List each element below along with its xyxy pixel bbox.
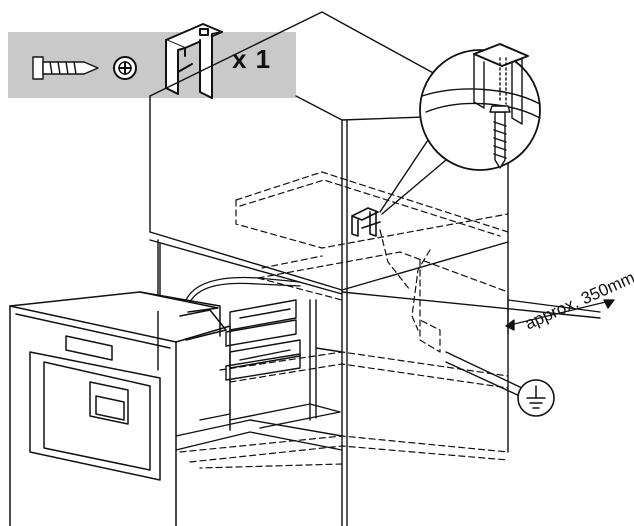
ground-icon: [526, 385, 546, 409]
ground-callout: [445, 351, 555, 417]
power-cable: [185, 276, 301, 303]
screw-head-icon: [113, 56, 137, 80]
parts-quantity: x 1: [232, 44, 272, 74]
drawer-rails: [175, 299, 343, 451]
coffee-machine: [9, 291, 231, 526]
lower-cabinet: [157, 299, 343, 421]
bracket-icon: [165, 23, 223, 99]
dimension-line: [505, 295, 615, 335]
mounted-bracket: [351, 207, 381, 237]
screw-icon: [32, 56, 99, 80]
hidden-shelf-lines: [179, 171, 509, 469]
detail-callout: [379, 43, 541, 215]
